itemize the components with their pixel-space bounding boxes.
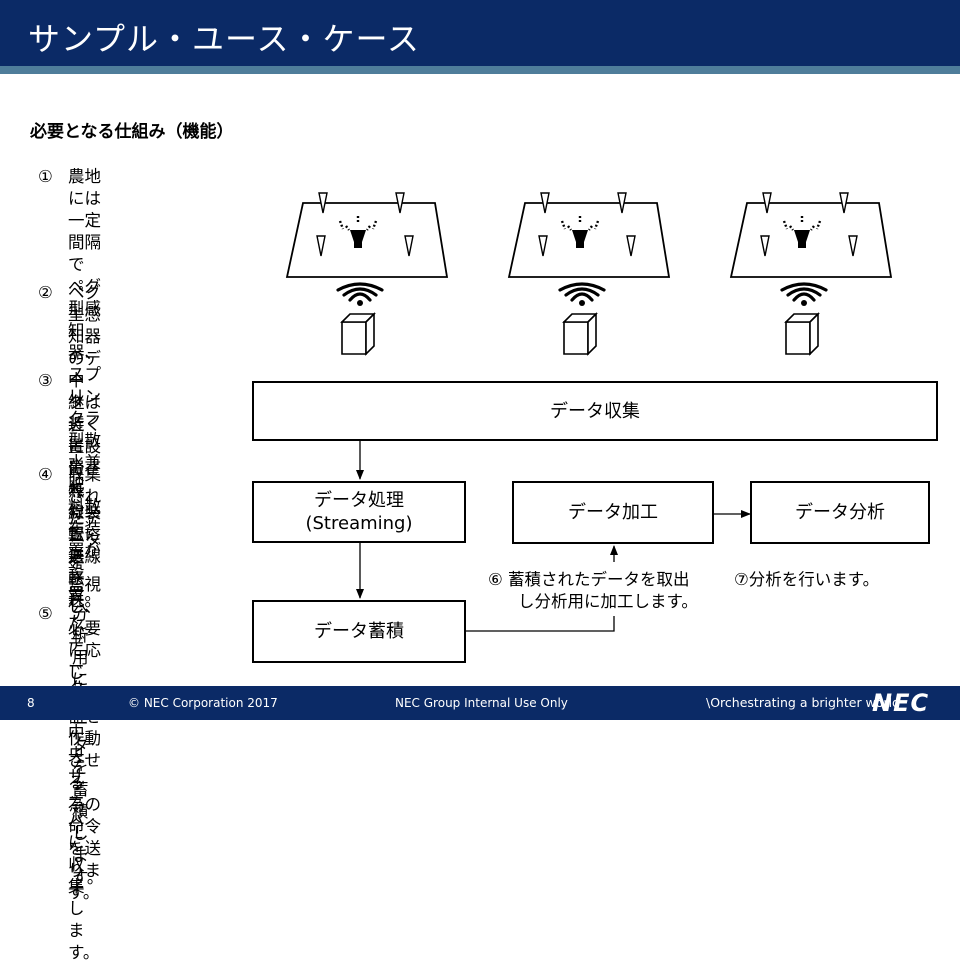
box-label-sub: (Streaming) [305,513,413,534]
relay-device-icon [562,312,598,356]
step-number: ② [38,283,53,302]
box-label: データ加工 [568,502,658,523]
tagline-text: \Orchestrating a brighter world [706,695,900,710]
peg-sensor-icon [538,235,548,257]
box-label: データ分析 [795,502,885,523]
footer-bar: 8 © NEC Corporation 2017 NEC Group Inter… [0,686,960,720]
peg-sensor-icon [404,235,414,257]
note-line: し分析用に加工します。 [518,592,698,611]
data-processing-box: データ処理 (Streaming) [252,481,466,543]
data-analysis-box: データ分析 [750,481,930,544]
page-number: 8 [27,696,35,710]
field-plot [285,202,449,278]
nec-logo: NEC [872,689,930,717]
relay-device-icon [784,312,820,356]
step-line: リンクラ型散水兼肥 [68,387,101,494]
title-accent-stripe [0,66,960,74]
step-line: 中継装置に無線転送 [68,371,85,566]
step-line: 農地には一定間隔で [68,167,101,274]
step-number: ③ [38,371,53,390]
data-collection-box: データ収集 [252,381,938,441]
field-plot [729,202,893,278]
step-line: 料散布装置が設置。 [68,497,101,604]
connector-store-to-refine [465,616,615,632]
peg-sensor-icon [540,192,550,214]
step-line: た装置に無線転送。 [68,503,101,610]
step-text: 農地には一定間隔で ペグ型感知器、スプ リンクラ型散水兼肥 料散布装置が設置。 [68,166,101,606]
box-label: データ収集 [550,400,640,422]
peg-sensor-icon [839,192,849,214]
note-step-6: ⑥ 蓄積されたデータを取出 し分析用に加工します。 [488,569,698,613]
peg-sensor-icon [760,235,770,257]
data-storage-box: データ蓄積 [252,600,466,663]
sprinkler-icon [560,216,600,248]
peg-sensor-icon [617,192,627,214]
wireless-icon [336,282,384,306]
step-number: ④ [38,465,53,484]
field-3 [729,192,893,356]
title-bar [0,0,960,66]
step-number: ⑤ [38,604,53,623]
step-text: ペグ型感知器のデー タは近くに設置され た装置に無線転送。 [68,282,101,612]
data-refine-box: データ加工 [512,481,714,544]
sprinkler-icon [338,216,378,248]
peg-sensor-icon [316,235,326,257]
note-step-7: ⑦分析を行います。 [734,570,880,589]
section-heading: 必要となる仕組み（機能） [30,122,234,142]
diagram-graphics [285,192,893,632]
step-line: タは近くに設置され [68,393,101,500]
peg-sensor-icon [395,192,405,214]
box-label: データ蓄積 [314,621,404,642]
wireless-icon [780,282,828,306]
peg-sensor-icon [762,192,772,214]
classification-text: NEC Group Internal Use Only [395,696,568,710]
relay-device-icon [340,312,376,356]
copyright-text: © NEC Corporation 2017 [128,696,278,710]
slide-title: サンプル・ユース・ケース [28,20,420,58]
step-line: ペグ型感知器、スプ [68,277,101,384]
field-2 [507,192,671,356]
peg-sensor-icon [848,235,858,257]
wireless-icon [558,282,606,306]
peg-sensor-icon [626,235,636,257]
note-line: ⑥ 蓄積されたデータを取出 [488,570,690,589]
box-label: データ処理 [314,490,404,511]
sprinkler-icon [782,216,822,248]
step-line: 監視し、必要に応じ [68,575,101,682]
step-line: 積します。 [72,802,104,887]
step-line: ペグ型感知器のデー [68,283,101,390]
field-1 [285,192,449,356]
step-line: 収集されたデータを [68,465,101,572]
peg-sensor-icon [318,192,328,214]
field-plot [507,202,671,278]
step-number: ① [38,167,53,186]
